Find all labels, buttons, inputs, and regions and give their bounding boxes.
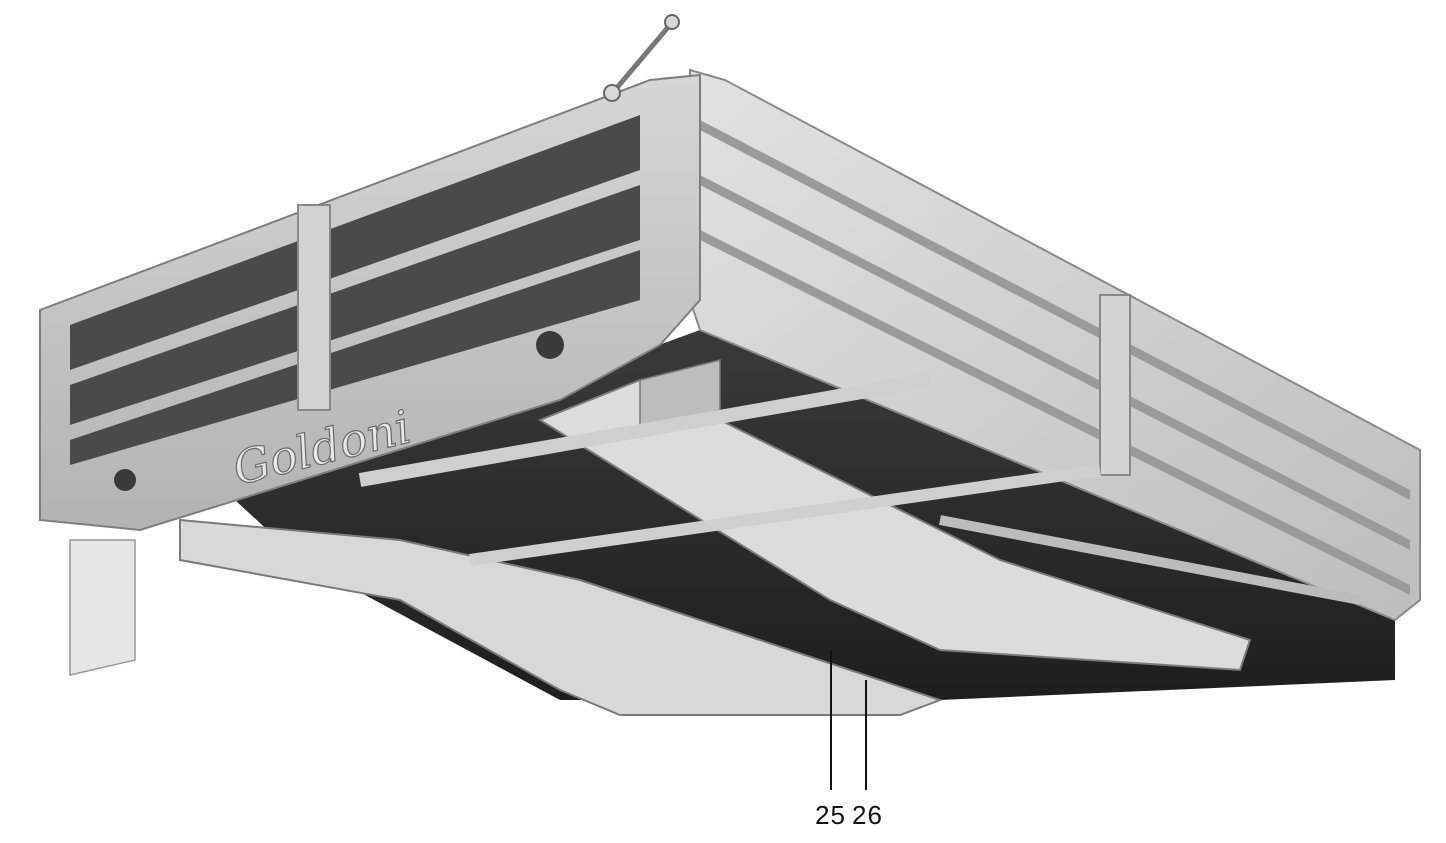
front-stake [297, 204, 331, 411]
panel-slat [70, 185, 640, 425]
mud-flap [69, 539, 136, 676]
panel-slat [70, 115, 640, 370]
callout-number-25: 25 [815, 800, 846, 830]
panel-hole [114, 469, 136, 491]
callout-number-26: 26 [852, 800, 883, 830]
panel-hole [536, 331, 564, 359]
panel-slat [70, 250, 640, 465]
top-lever [603, 14, 680, 102]
side-stake [1099, 294, 1131, 476]
right-side-panel [689, 68, 1421, 622]
chassis-frame [179, 359, 1361, 716]
front-side-panel [39, 73, 701, 532]
